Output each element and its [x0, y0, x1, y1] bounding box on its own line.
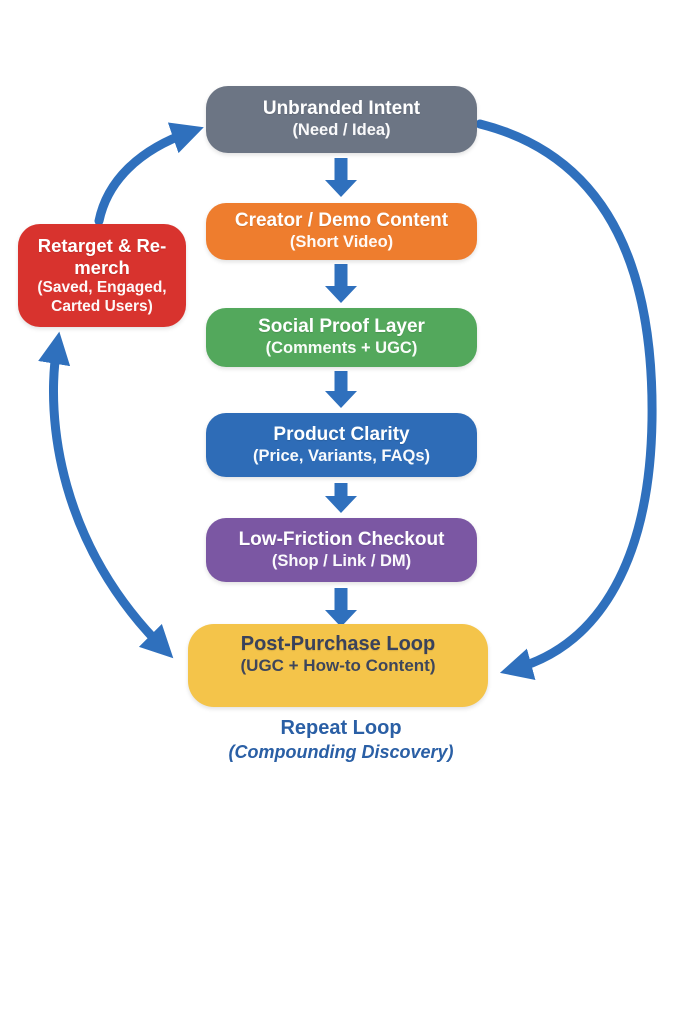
flow-node-social-proof-layer: Social Proof Layer (Comments + UGC): [206, 308, 477, 367]
node-title: Retarget & Re-merch: [37, 234, 167, 278]
node-subtitle: (Short Video): [289, 233, 394, 251]
down-arrow-icon: [325, 158, 357, 197]
node-title: Product Clarity: [273, 423, 410, 445]
repeat-loop-subtitle: (Compounding Discovery): [228, 742, 454, 762]
node-title: Low-Friction Checkout: [238, 528, 445, 550]
down-arrow-icon: [325, 371, 357, 408]
node-subtitle: (UGC + How-to Content): [240, 656, 436, 676]
flow-node-creator-demo-content: Creator / Demo Content (Short Video): [206, 203, 477, 260]
flow-node-post-purchase-loop: Post-Purchase Loop (UGC + How-to Content…: [188, 624, 488, 707]
node-subtitle: (Shop / Link / DM): [271, 551, 412, 570]
repeat-loop-title: Repeat Loop: [280, 717, 402, 739]
curved-arrow-postpurchase-retarget-icon: [38, 331, 174, 659]
node-title: Unbranded Intent: [262, 98, 421, 120]
node-subtitle: (Comments + UGC): [265, 339, 418, 357]
flow-node-product-clarity: Product Clarity (Price, Variants, FAQs): [206, 413, 477, 477]
repeat-loop-label: Repeat Loop (Compounding Discovery): [170, 716, 512, 764]
node-subtitle: (Saved, Engaged, Carted Users): [37, 279, 167, 315]
down-arrow-icon: [325, 264, 357, 303]
flow-node-unbranded-intent: Unbranded Intent (Need / Idea): [206, 86, 477, 153]
down-arrow-icon: [325, 483, 357, 513]
flow-node-retarget-remerch: Retarget & Re-merch (Saved, Engaged, Car…: [18, 224, 186, 327]
node-subtitle: (Need / Idea): [292, 121, 391, 139]
node-title: Creator / Demo Content: [234, 210, 449, 232]
node-subtitle: (Price, Variants, FAQs): [253, 446, 430, 465]
node-title: Post-Purchase Loop: [240, 633, 436, 656]
flow-node-low-friction-checkout: Low-Friction Checkout (Shop / Link / DM): [206, 518, 477, 582]
curved-arrow-retarget-to-top-icon: [94, 122, 204, 226]
node-title: Social Proof Layer: [258, 316, 425, 338]
curved-arrow-top-to-postpurchase-icon: [475, 119, 657, 680]
down-arrow-icon: [325, 588, 357, 627]
